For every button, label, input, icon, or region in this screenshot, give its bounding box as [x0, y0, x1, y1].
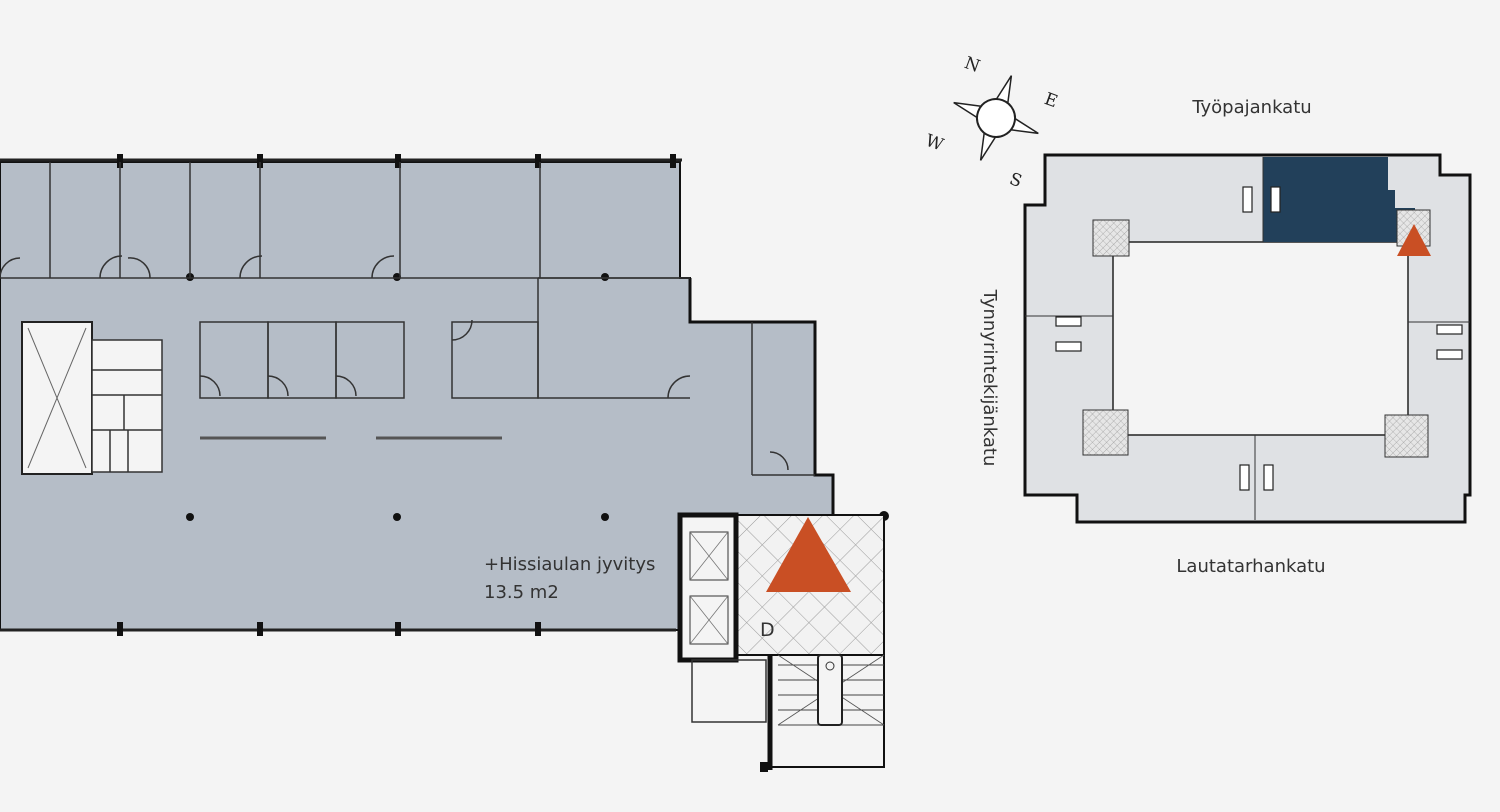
key-plan-location-marker [1397, 224, 1431, 256]
street-west: Tynnyrintekijänkatu [979, 289, 1000, 467]
street-north: Työpajankatu [1191, 97, 1311, 118]
compass-icon [953, 75, 1039, 161]
compass-s: S [1007, 169, 1025, 192]
street-south: Lautatarhankatu [1176, 556, 1325, 577]
location-marker [766, 517, 851, 592]
compass-w: W [923, 131, 947, 156]
compass-n: N [962, 53, 983, 77]
stair-label: D [760, 619, 775, 641]
key-plan: Työpajankatu Lautatarhankatu Tynnyrintek… [979, 97, 1472, 577]
cores [1082, 209, 1431, 458]
compass-e: E [1042, 89, 1061, 112]
detail-floor-plan: D +Hissiaulan jyvitys 13.5 m2 [0, 154, 889, 772]
area-label: +Hissiaulan jyvitys [484, 554, 655, 575]
office-partitions [0, 162, 815, 476]
elevator-symbols [1055, 186, 1463, 491]
facade-columns [117, 154, 889, 636]
courtyard [1112, 241, 1409, 436]
highlighted-unit [1263, 157, 1415, 242]
elevator-lobby: D [677, 512, 885, 772]
area-value: 13.5 m2 [484, 582, 559, 603]
